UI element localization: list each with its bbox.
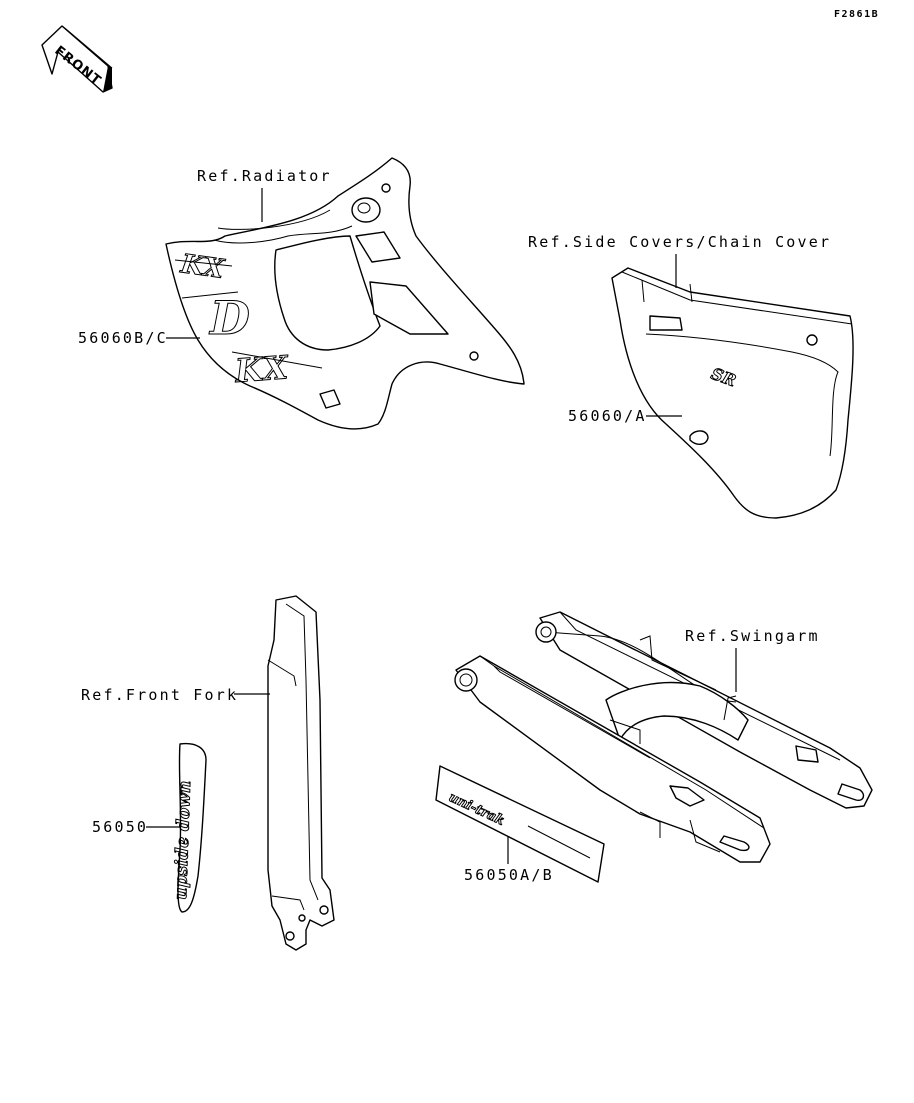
label-56050: 56050 (92, 818, 148, 836)
fork-decal: upside down (171, 742, 207, 913)
swingarm (454, 611, 873, 863)
label-ref-radiator: Ref.Radiator (197, 167, 332, 185)
shroud-decal-text-3: KX (233, 348, 290, 390)
front-arrow-icon: FRONT (41, 25, 113, 93)
label-ref-front-fork: Ref.Front Fork (81, 686, 238, 704)
label-56050ab: 56050A/B (464, 866, 554, 884)
fork-decal-text: upside down (171, 780, 195, 900)
side-cover-decal: SR (611, 267, 854, 519)
label-ref-swingarm: Ref.Swingarm (685, 627, 820, 645)
radiator-shroud-decal: KX D KX (165, 157, 525, 430)
label-ref-side-covers: Ref.Side Covers/Chain Cover (528, 233, 831, 251)
shroud-decal-text-1: KX (178, 249, 227, 285)
swingarm-decal: uni-trak (435, 765, 605, 883)
label-56060bc: 56060B/C (78, 329, 168, 347)
figure-code: F2861B (834, 9, 879, 20)
shroud-decal-text-2: D (208, 291, 250, 345)
label-56060a: 56060/A (568, 407, 647, 425)
front-fork-guard (267, 595, 335, 951)
